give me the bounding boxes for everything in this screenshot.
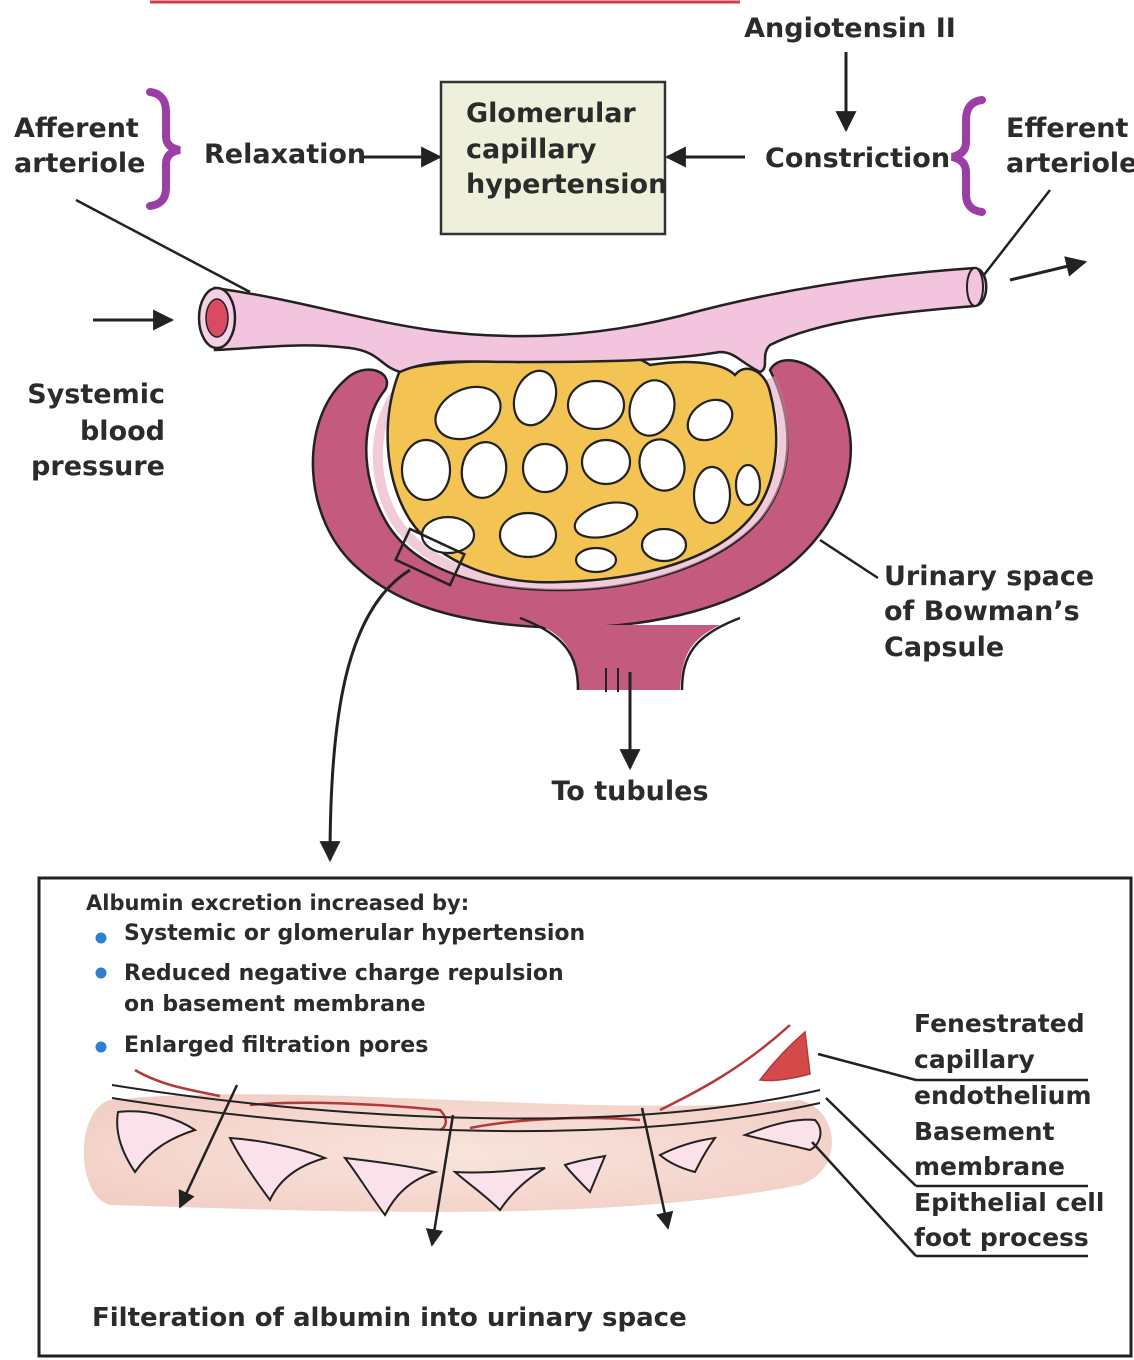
efferent-label-2: arteriole <box>1006 148 1134 179</box>
bullet-3: Enlarged filtration pores <box>124 1033 428 1058</box>
afferent-pointer <box>76 200 250 292</box>
constriction-label: Constriction <box>765 143 950 174</box>
bullet-2-cont: on basement membrane <box>124 992 426 1017</box>
outflow-arrow <box>1010 262 1085 280</box>
bullet-1: Systemic or glomerular hypertension <box>124 921 585 946</box>
filtration-band <box>84 1094 832 1212</box>
systemic-label-3: pressure <box>31 451 165 482</box>
box-label-3: hypertension <box>466 169 667 200</box>
afferent-label-1: Afferent <box>14 113 139 144</box>
bullet-dot-3 <box>96 1042 107 1053</box>
relaxation-label: Relaxation <box>204 139 366 170</box>
box-label-2: capillary <box>466 134 597 165</box>
bullet-dot-1 <box>96 933 107 944</box>
urinary-pointer <box>820 540 878 578</box>
arteriole-lumen <box>206 299 228 337</box>
bullet-dot-2 <box>96 968 107 979</box>
efferent-brace <box>952 100 982 212</box>
layer-label-1: Fenestrated <box>914 1009 1085 1038</box>
panel-heading: Albumin excretion increased by: <box>86 891 469 915</box>
systemic-label-2: blood <box>80 416 165 447</box>
efferent-end <box>967 268 983 306</box>
zoom-arrow <box>330 570 410 860</box>
panel-caption: Filteration of albumin into urinary spac… <box>92 1303 687 1333</box>
layer-label-5: membrane <box>914 1152 1065 1181</box>
layer-label-3: endothelium <box>914 1081 1092 1110</box>
urinary-label-1: Urinary space <box>884 561 1094 592</box>
afferent-label-2: arteriole <box>14 148 145 179</box>
layer-label-4: Basement <box>914 1117 1055 1146</box>
systemic-label-1: Systemic <box>27 379 165 410</box>
urinary-label-2: of Bowman’s <box>884 596 1080 627</box>
to-tubules-label: To tubules <box>551 776 708 807</box>
arteriole-tube <box>215 268 986 372</box>
bullet-2: Reduced negative charge repulsion <box>124 961 564 986</box>
angiotensin-label: Angiotensin II <box>744 13 956 44</box>
layer-label-2: capillary <box>914 1045 1035 1074</box>
urinary-label-3: Capsule <box>884 632 1004 663</box>
efferent-pointer <box>980 190 1050 280</box>
layer-label-7: foot process <box>914 1223 1089 1252</box>
efferent-label-1: Efferent <box>1006 113 1128 144</box>
afferent-brace <box>150 92 180 206</box>
box-label-1: Glomerular <box>466 98 636 129</box>
layer-label-6: Epithelial cell <box>914 1188 1104 1217</box>
